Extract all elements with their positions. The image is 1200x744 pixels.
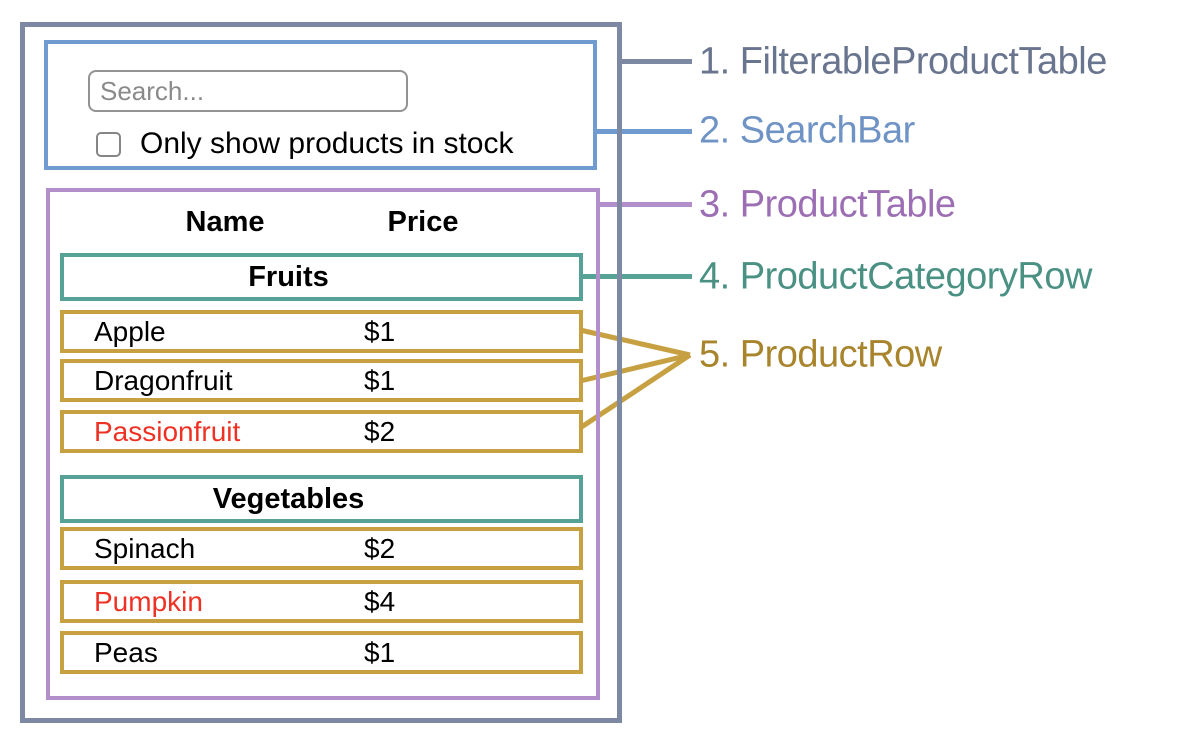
- product-row-dragonfruit: Dragonfruit $1: [60, 359, 583, 402]
- category-label: Vegetables: [212, 482, 365, 515]
- product-name: Apple: [94, 315, 166, 347]
- category-label: Fruits: [248, 260, 329, 293]
- search-bar-box: [44, 40, 597, 170]
- product-name-out-of-stock: Pumpkin: [94, 585, 203, 617]
- product-price: $1: [364, 636, 396, 668]
- product-name: Dragonfruit: [94, 364, 233, 396]
- legend-filterable-product-table: 1. FilterableProductTable: [699, 40, 1107, 83]
- product-name-out-of-stock: Passionfruit: [94, 415, 241, 447]
- product-name: Peas: [94, 636, 158, 668]
- filterable-product-table-box: [20, 22, 622, 723]
- category-row-vegetables: Vegetables: [60, 475, 583, 523]
- product-row-pumpkin: Pumpkin $4: [60, 580, 583, 623]
- legend-search-bar: 2. SearchBar: [699, 109, 915, 152]
- search-input[interactable]: [88, 70, 408, 112]
- product-price: $2: [364, 415, 396, 447]
- product-price: $1: [364, 315, 396, 347]
- legend-product-category-row: 4. ProductCategoryRow: [699, 255, 1092, 298]
- legend-product-row: 5. ProductRow: [699, 333, 942, 376]
- legend-product-table: 3. ProductTable: [699, 183, 956, 226]
- product-table-box: [46, 188, 600, 700]
- product-row-apple: Apple $1: [60, 310, 583, 353]
- in-stock-checkbox[interactable]: [96, 132, 121, 157]
- column-header-price: Price: [387, 206, 459, 238]
- connector-product-table: [597, 202, 692, 207]
- product-name: Spinach: [94, 532, 196, 564]
- connector-filterable-product-table: [617, 59, 692, 64]
- product-price: $2: [364, 532, 396, 564]
- product-price: $1: [364, 364, 396, 396]
- connector-product-category-row: [580, 274, 692, 279]
- column-header-name: Name: [185, 206, 265, 238]
- in-stock-checkbox-label: Only show products in stock: [140, 127, 514, 160]
- product-row-peas: Peas $1: [60, 631, 583, 674]
- product-row-spinach: Spinach $2: [60, 527, 583, 570]
- product-price: $4: [364, 585, 396, 617]
- category-row-fruits: Fruits: [60, 253, 583, 301]
- connector-search-bar: [594, 129, 692, 134]
- product-row-passionfruit: Passionfruit $2: [60, 410, 583, 453]
